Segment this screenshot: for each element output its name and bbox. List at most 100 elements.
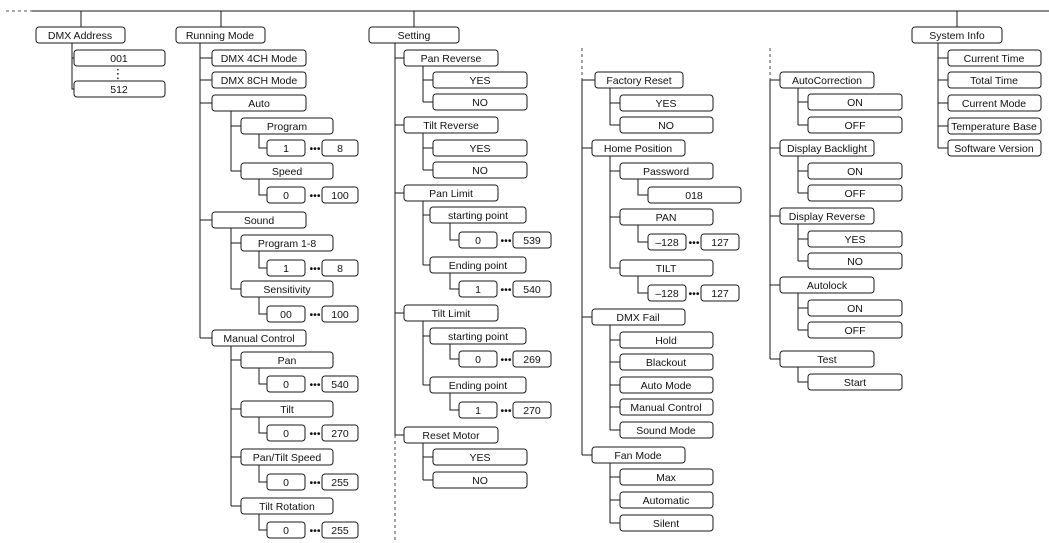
svg-text:0: 0 bbox=[283, 379, 289, 391]
range-home-pan: –128 ••• 127 bbox=[647, 233, 740, 251]
range-dots-icon: ••• bbox=[500, 405, 511, 417]
node-home-pan: PAN bbox=[619, 208, 714, 226]
svg-text:255: 255 bbox=[331, 477, 349, 489]
svg-text:DMX 8CH Mode: DMX 8CH Mode bbox=[221, 75, 298, 87]
svg-text:Reset Motor: Reset Motor bbox=[422, 430, 480, 442]
svg-text:Temperature Base: Temperature Base bbox=[951, 121, 1037, 133]
option-display-reverse-no: NO bbox=[807, 252, 903, 270]
node-sound-program: Program 1-8 bbox=[240, 234, 334, 252]
option-reset-motor-no: NO bbox=[432, 471, 528, 489]
node-dmx-address: DMX Address bbox=[35, 26, 126, 44]
svg-text:NO: NO bbox=[472, 165, 488, 177]
option-autolock-on: ON bbox=[807, 299, 903, 317]
svg-text:Pan: Pan bbox=[278, 355, 297, 367]
node-dmx-fail: DMX Fail bbox=[591, 308, 686, 326]
range-sound-program: 1 ••• 8 bbox=[266, 259, 359, 277]
node-display-backlight: Display Backlight bbox=[779, 139, 875, 157]
node-manual-pan: Pan bbox=[240, 351, 334, 369]
range-dots-icon: ••• bbox=[309, 428, 320, 440]
svg-text:270: 270 bbox=[523, 405, 541, 417]
svg-text:Ending point: Ending point bbox=[449, 380, 507, 392]
option-display-backlight-off: OFF bbox=[807, 184, 903, 202]
svg-text:001: 001 bbox=[110, 53, 128, 65]
option-auto-correction-off: OFF bbox=[807, 116, 903, 134]
svg-text:Pan Limit: Pan Limit bbox=[429, 188, 473, 200]
option-dmx-fail-sound-mode: Sound Mode bbox=[619, 421, 714, 439]
dmx-address-min: 001 bbox=[73, 49, 166, 67]
svg-text:Current Mode: Current Mode bbox=[962, 98, 1026, 110]
node-pan-limit: Pan Limit bbox=[403, 184, 499, 202]
svg-text:TILT: TILT bbox=[656, 263, 677, 275]
range-home-tilt: –128 ••• 127 bbox=[647, 284, 740, 302]
option-fan-automatic: Automatic bbox=[619, 491, 714, 509]
svg-text:YES: YES bbox=[844, 234, 865, 246]
svg-text:0: 0 bbox=[283, 477, 289, 489]
svg-text:YES: YES bbox=[469, 452, 490, 464]
option-pan-reverse-no: NO bbox=[432, 93, 528, 111]
svg-text:127: 127 bbox=[711, 288, 729, 300]
range-manual-pan: 0 ••• 540 bbox=[266, 375, 359, 393]
range-dots-icon: ••• bbox=[688, 288, 699, 300]
svg-text:Current Time: Current Time bbox=[964, 53, 1025, 65]
option-tilt-reverse-yes: YES bbox=[432, 139, 528, 157]
svg-text:–128: –128 bbox=[655, 288, 679, 300]
svg-text:270: 270 bbox=[331, 428, 349, 440]
svg-text:Tilt Rotation: Tilt Rotation bbox=[259, 501, 315, 513]
range-dots-icon: ••• bbox=[309, 525, 320, 537]
range-dots-icon: ••• bbox=[309, 477, 320, 489]
svg-text:1: 1 bbox=[283, 263, 289, 275]
node-sound-sensitivity: Sensitivity bbox=[240, 280, 334, 298]
svg-text:Fan Mode: Fan Mode bbox=[614, 450, 661, 462]
svg-text:Home Position: Home Position bbox=[604, 143, 672, 155]
svg-text:Sensitivity: Sensitivity bbox=[263, 284, 311, 296]
svg-text:Sound Mode: Sound Mode bbox=[636, 425, 696, 437]
svg-text:Total Time: Total Time bbox=[970, 75, 1018, 87]
range-auto-program: 1 ••• 8 bbox=[266, 139, 359, 157]
node-display-reverse: Display Reverse bbox=[779, 207, 875, 225]
node-sound: Sound bbox=[211, 211, 307, 229]
option-dmx-fail-manual-control: Manual Control bbox=[619, 398, 714, 416]
svg-text:100: 100 bbox=[331, 309, 349, 321]
svg-text:1: 1 bbox=[475, 405, 481, 417]
range-dots-icon: ••• bbox=[309, 309, 320, 321]
range-dots-icon: ••• bbox=[500, 235, 511, 247]
option-display-backlight-on: ON bbox=[807, 162, 903, 180]
node-auto: Auto bbox=[211, 94, 307, 112]
range-sound-sensitivity: 00 ••• 100 bbox=[266, 305, 359, 323]
range-pan-limit-end: 1 ••• 540 bbox=[458, 280, 552, 298]
svg-text:Start: Start bbox=[844, 377, 866, 389]
svg-text:Silent: Silent bbox=[653, 518, 679, 530]
svg-text:NO: NO bbox=[847, 256, 863, 268]
svg-text:starting point: starting point bbox=[448, 331, 508, 343]
svg-text:Display Reverse: Display Reverse bbox=[789, 211, 866, 223]
dmx-address-max: 512 bbox=[73, 80, 166, 98]
node-tilt-limit: Tilt Limit bbox=[403, 304, 499, 322]
svg-text:NO: NO bbox=[472, 97, 488, 109]
svg-text:NO: NO bbox=[472, 475, 488, 487]
svg-text:PAN: PAN bbox=[656, 212, 677, 224]
range-tilt-limit-end: 1 ••• 270 bbox=[458, 401, 552, 419]
range-dots-icon: ••• bbox=[309, 143, 320, 155]
node-auto-correction: AutoCorrection bbox=[779, 71, 875, 89]
svg-text:Autolock: Autolock bbox=[807, 280, 848, 292]
node-tilt-limit-start: starting point bbox=[429, 327, 527, 345]
node-tilt-limit-end: Ending point bbox=[429, 376, 527, 394]
range-pan-limit-start: 0 ••• 539 bbox=[458, 231, 552, 249]
svg-text:Running Mode: Running Mode bbox=[186, 30, 254, 42]
node-home-position: Home Position bbox=[591, 139, 686, 157]
svg-text:0: 0 bbox=[283, 525, 289, 537]
svg-text:Tilt Limit: Tilt Limit bbox=[432, 308, 471, 320]
svg-text:YES: YES bbox=[469, 143, 490, 155]
option-dmx-fail-blackout: Blackout bbox=[619, 353, 714, 371]
svg-text:Setting: Setting bbox=[398, 30, 431, 42]
option-test-start: Start bbox=[807, 373, 903, 391]
range-auto-speed: 0 ••• 100 bbox=[266, 186, 359, 204]
svg-text:ON: ON bbox=[847, 303, 863, 315]
svg-text:539: 539 bbox=[523, 235, 541, 247]
svg-text:YES: YES bbox=[655, 98, 676, 110]
item-total-time: Total Time bbox=[947, 71, 1042, 89]
node-pan-limit-end: Ending point bbox=[429, 256, 527, 274]
svg-text:Blackout: Blackout bbox=[646, 357, 686, 369]
svg-text:Pan/Tilt Speed: Pan/Tilt Speed bbox=[253, 452, 322, 464]
node-dmx-8ch-mode: DMX 8CH Mode bbox=[211, 71, 307, 89]
